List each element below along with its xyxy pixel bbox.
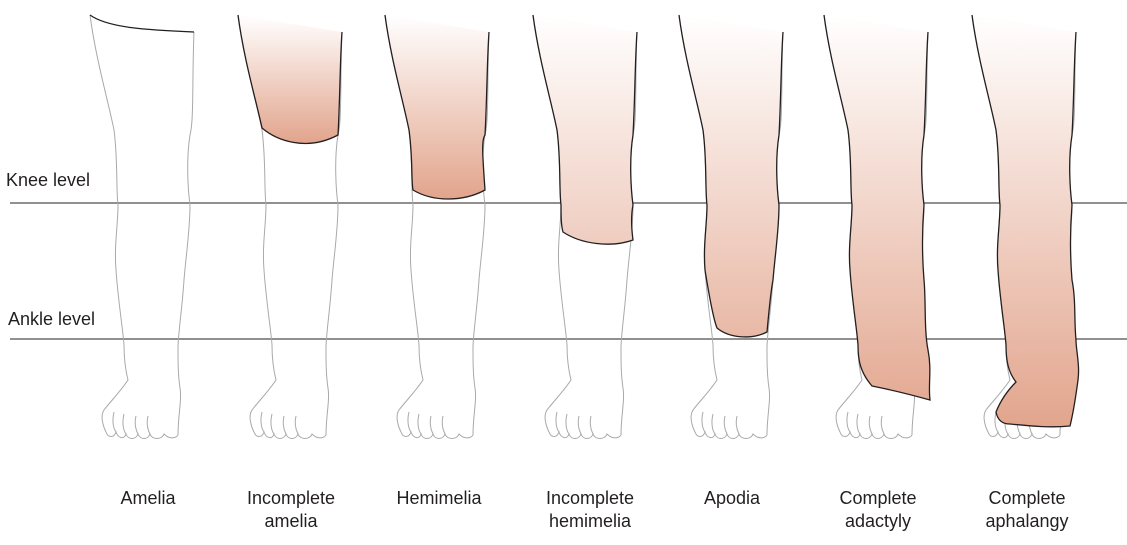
- caption-apodia: Apodia: [703, 488, 761, 508]
- caption-complete-aphalangy: Complete aphalangy: [985, 488, 1069, 531]
- caption-complete-adactyly: Complete adactyly: [839, 488, 917, 531]
- leg-apodia: [678, 14, 784, 439]
- caption-hemimelia: Hemimelia: [396, 488, 482, 508]
- leg-incomplete-amelia: [237, 14, 343, 439]
- knee-level-label: Knee level: [6, 170, 91, 190]
- ankle-level-label: Ankle level: [8, 309, 96, 329]
- leg-hemimelia: [384, 14, 490, 439]
- leg-incomplete-hemimelia: [532, 14, 638, 439]
- leg-amelia: [89, 14, 195, 439]
- caption-incomplete-amelia: Incomplete amelia: [246, 488, 336, 531]
- leg-complete-adactyly: [823, 14, 931, 439]
- caption-incomplete-hemimelia: Incomplete hemimelia: [545, 488, 635, 531]
- leg-complete-aphalangy: [971, 14, 1080, 439]
- caption-amelia: Amelia: [120, 488, 176, 508]
